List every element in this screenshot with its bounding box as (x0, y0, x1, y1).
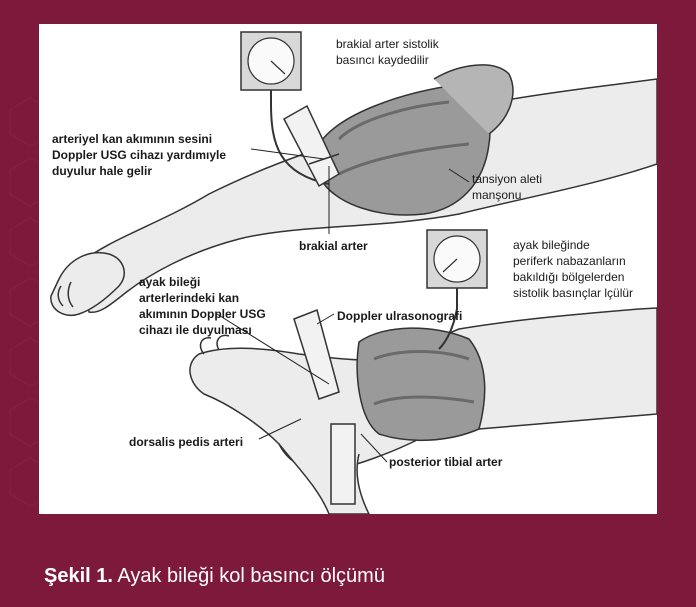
label-tansiyon-1: tansiyon aleti (472, 171, 542, 187)
caption-number: Şekil 1. (44, 565, 113, 587)
caption-text: Ayak bileği kol basıncı ölçümü (113, 565, 385, 587)
label-periferk-2: periferk nabazanların (513, 253, 626, 269)
illustration-panel: brakial arter sistolik basıncı kaydedili… (39, 24, 657, 514)
label-tansiyon-2: manşonu (472, 187, 521, 203)
label-brakial-sistolik-1: brakial arter sistolik (336, 36, 439, 52)
label-arteriyel-1: arteriyel kan akımının sesini (52, 131, 212, 147)
label-periferk-4: sistolik basınçlar lçülür (513, 285, 633, 301)
label-doppler: Doppler ulrasonografi (337, 308, 462, 324)
label-ayak-bilegi-2: arterlerindeki kan (139, 290, 239, 306)
label-arteriyel-3: duyulur hale gelir (52, 163, 152, 179)
ankle-cuff (357, 328, 485, 440)
figure-caption: Şekil 1. Ayak bileği kol basıncı ölçümü (44, 565, 385, 588)
label-ayak-bilegi-4: cihazı ile duyulması (139, 322, 252, 338)
label-ayak-bilegi-3: akımının Doppler USG (139, 306, 266, 322)
label-dorsalis: dorsalis pedis arteri (129, 434, 243, 450)
label-brakial-sistolik-2: basıncı kaydedilir (336, 52, 429, 68)
label-brakial-arter: brakial arter (299, 238, 368, 254)
label-periferk-3: bakıldığı bölgelerden (513, 269, 624, 285)
label-posterior: posterior tibial arter (389, 454, 502, 470)
label-ayak-bilegi-1: ayak bileği (139, 274, 200, 290)
label-periferk-1: ayak bileğinde (513, 237, 590, 253)
label-arteriyel-2: Doppler USG cihazı yardımıyle (52, 147, 226, 163)
